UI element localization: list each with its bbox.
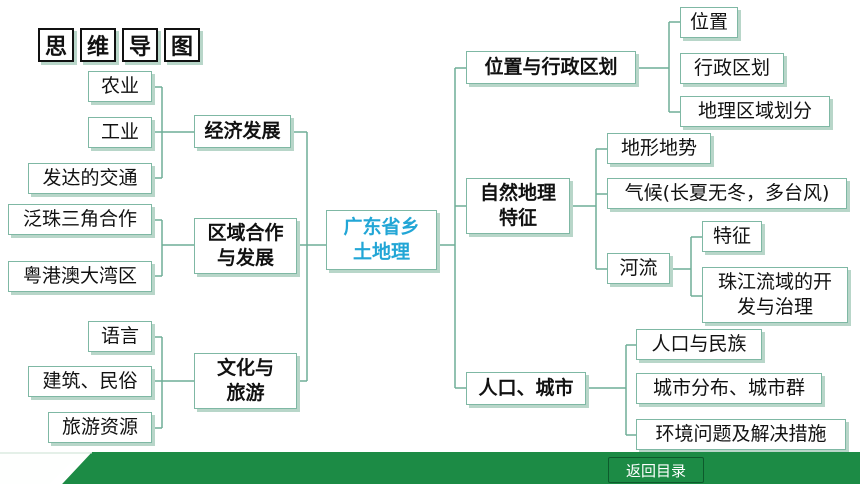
title-char: 维 [80, 28, 116, 62]
center-node: 广东省乡 土地理 [326, 210, 437, 270]
back-to-contents-button[interactable]: 返回目录 [608, 457, 704, 483]
population-item-cities: 城市分布、城市群 [636, 373, 822, 404]
culture-item-tourism: 旅游资源 [48, 412, 152, 443]
title-char: 思 [38, 28, 74, 62]
economy-item-industry: 工业 [88, 117, 152, 148]
river-item-pearl-line1: 珠江流域的开 [717, 271, 832, 294]
location-item-position: 位置 [680, 7, 738, 38]
population-item-environment: 环境问题及解决措施 [636, 419, 846, 450]
branch-cooperation: 区域合作 与发展 [194, 218, 297, 274]
nature-item-terrain: 地形地势 [607, 133, 711, 164]
nature-item-climate: 气候(长夏无冬，多台风) [607, 178, 847, 209]
cooperation-item-pan-prd: 泛珠三角合作 [8, 204, 152, 235]
branch-culture-line1: 文化与 [216, 357, 274, 380]
economy-item-agriculture: 农业 [88, 71, 152, 102]
population-item-ethnic: 人口与民族 [636, 329, 762, 360]
culture-item-language: 语言 [88, 321, 152, 352]
nature-item-rivers: 河流 [607, 253, 670, 284]
economy-item-transport: 发达的交通 [28, 163, 152, 194]
center-node-line2: 土地理 [352, 241, 410, 263]
branch-economy: 经济发展 [194, 115, 291, 148]
branch-population: 人口、城市 [466, 372, 586, 405]
cooperation-item-greater-bay: 粤港澳大湾区 [8, 261, 152, 292]
title-char: 导 [122, 28, 158, 62]
branch-culture-line2: 旅游 [226, 382, 265, 404]
branch-nature-line2: 特征 [498, 207, 537, 229]
title-char: 图 [164, 28, 200, 62]
river-item-features: 特征 [702, 221, 762, 252]
branch-cooperation-line1: 区域合作 [207, 222, 284, 245]
branch-nature: 自然地理 特征 [466, 178, 570, 234]
river-item-pearl-line2: 发与治理 [736, 296, 813, 318]
culture-item-architecture: 建筑、民俗 [28, 366, 152, 397]
branch-location: 位置与行政区划 [466, 51, 636, 84]
center-node-line1: 广东省乡 [343, 216, 420, 239]
branch-nature-line1: 自然地理 [479, 182, 556, 205]
branch-cooperation-line2: 与发展 [216, 247, 274, 269]
location-item-regions: 地理区域划分 [680, 96, 830, 127]
branch-culture: 文化与 旅游 [194, 353, 297, 409]
river-item-pearl-river: 珠江流域的开 发与治理 [702, 267, 848, 323]
location-item-division: 行政区划 [680, 53, 784, 84]
footer-bar [0, 452, 860, 484]
